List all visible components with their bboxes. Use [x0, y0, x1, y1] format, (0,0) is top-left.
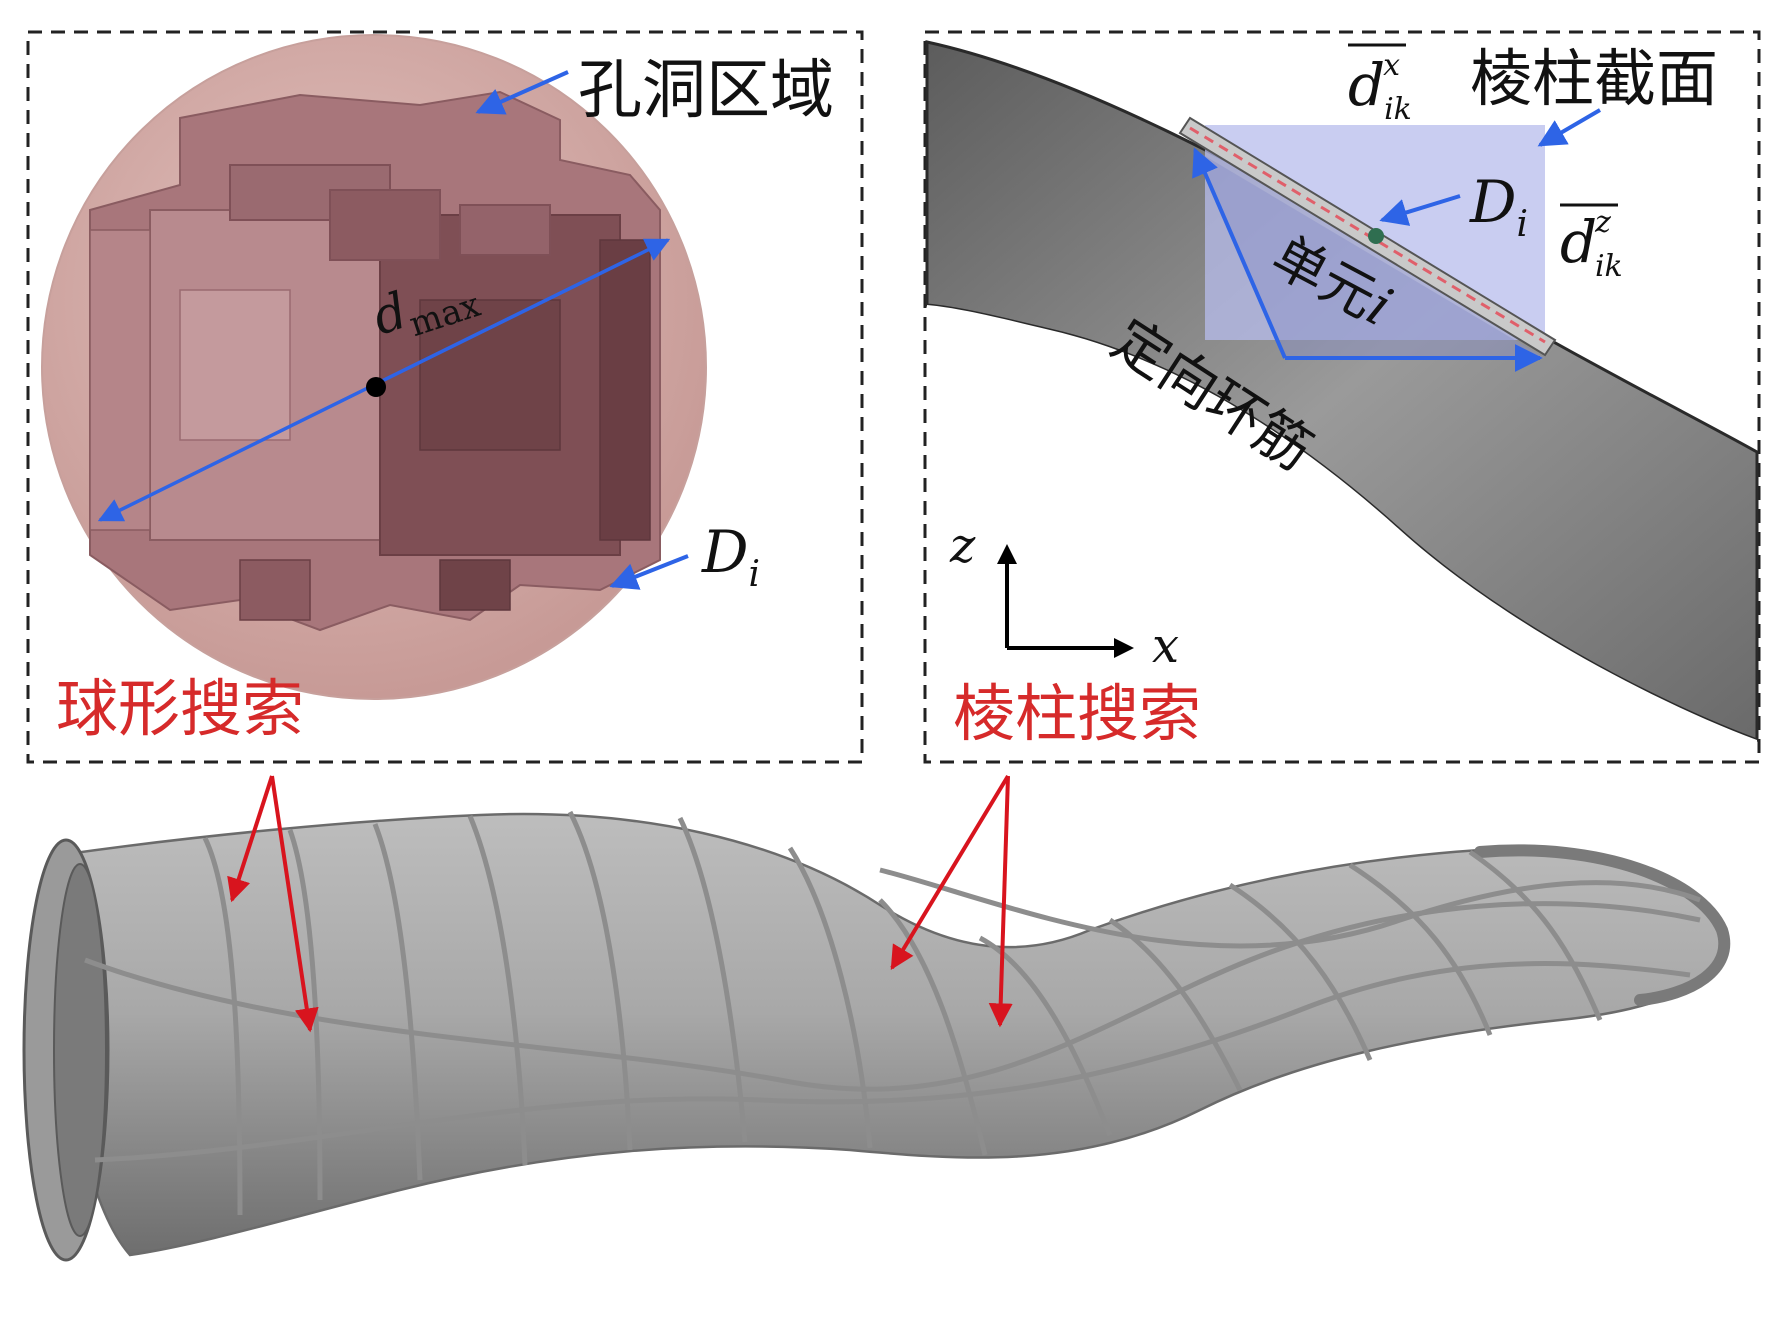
sphere-Di-label: Di — [701, 518, 760, 595]
prism-Di-label: Di — [1469, 168, 1528, 245]
hole-region-arrow — [475, 70, 569, 115]
longitudinal-ribs — [84, 867, 1701, 1163]
hole-region-label: 孔洞区域 — [578, 54, 834, 128]
prism-section-arrow — [1537, 108, 1602, 147]
axis-indicator: z x — [949, 518, 1179, 674]
dmax-diameter-arrow — [97, 238, 671, 522]
prism-panel-frame — [923, 30, 1761, 764]
axis-z-label: z — [949, 518, 976, 574]
prism-element — [1178, 116, 1557, 372]
sphere-center-dot — [366, 377, 386, 397]
sphere-Di-arrow — [609, 554, 689, 590]
sphere-panel-frame — [26, 30, 864, 764]
duct-inlet-opening — [53, 863, 107, 1237]
sphere-search-panel: dmax 孔洞区域 Di 球形搜索 — [26, 30, 864, 764]
sphere-callout-arrows — [227, 775, 319, 1033]
prism-callout-arrows — [890, 774, 1013, 1028]
rib-shell-white-region — [927, 305, 1757, 760]
duct-outlet-lip — [1474, 844, 1731, 1006]
sphere-search-label: 球形搜索 — [56, 672, 304, 745]
prism-section-label: 棱柱截面 — [1470, 42, 1718, 115]
circumferential-ribs — [202, 810, 1603, 1216]
prism-search-label: 棱柱搜索 — [953, 677, 1201, 750]
prism-Di-arrow — [1379, 194, 1461, 226]
curved-duct-model — [22, 774, 1731, 1262]
axis-x-label: x — [1152, 618, 1179, 674]
element-center-dot — [1368, 228, 1384, 244]
dmax-label: dmax — [366, 259, 485, 355]
duct-body — [58, 812, 1725, 1257]
